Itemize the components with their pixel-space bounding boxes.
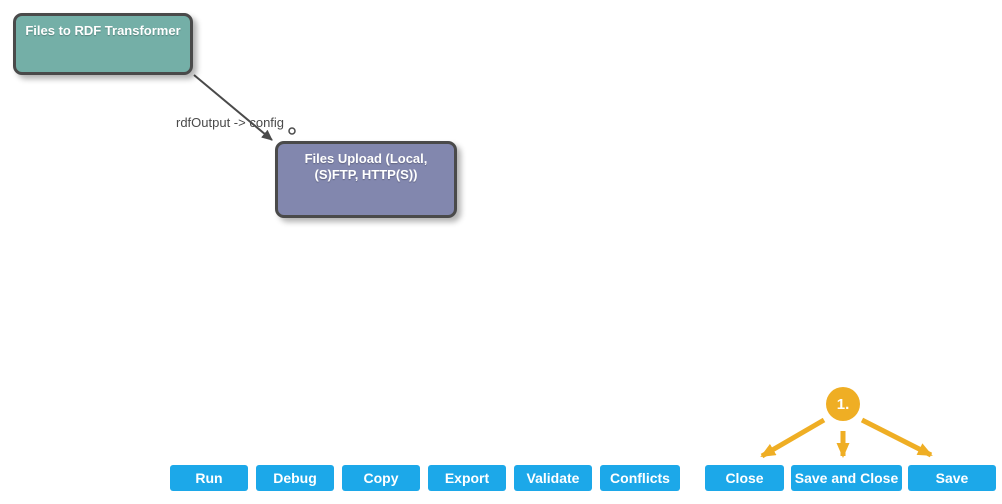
annotation-arrow-to-close-icon xyxy=(760,417,826,459)
save-button[interactable]: Save xyxy=(908,465,996,491)
export-button[interactable]: Export xyxy=(428,465,506,491)
save-and-close-button[interactable]: Save and Close xyxy=(791,465,902,491)
node-files-to-rdf-transformer[interactable]: Files to RDF Transformer xyxy=(13,13,193,75)
annotation-step-badge: 1. xyxy=(826,387,860,421)
copy-button[interactable]: Copy xyxy=(342,465,420,491)
validate-button[interactable]: Validate xyxy=(514,465,592,491)
run-button[interactable]: Run xyxy=(170,465,248,491)
connector-anchor-dot xyxy=(288,127,296,135)
annotation-arrows xyxy=(760,417,933,459)
node-label: Files to RDF Transformer xyxy=(25,23,181,38)
toolbar: Run Debug Copy Export Validate Conflicts… xyxy=(0,465,1002,491)
annotation-arrow-to-save-icon xyxy=(860,417,933,458)
conflicts-button[interactable]: Conflicts xyxy=(600,465,680,491)
connector-arrow-icon[interactable] xyxy=(193,74,273,141)
node-files-upload[interactable]: Files Upload (Local, (S)FTP, HTTP(S)) xyxy=(275,141,457,218)
debug-button[interactable]: Debug xyxy=(256,465,334,491)
node-label: Files Upload (Local, (S)FTP, HTTP(S)) xyxy=(304,151,428,183)
edge-label: rdfOutput -> config xyxy=(176,115,285,130)
close-button[interactable]: Close xyxy=(705,465,784,491)
